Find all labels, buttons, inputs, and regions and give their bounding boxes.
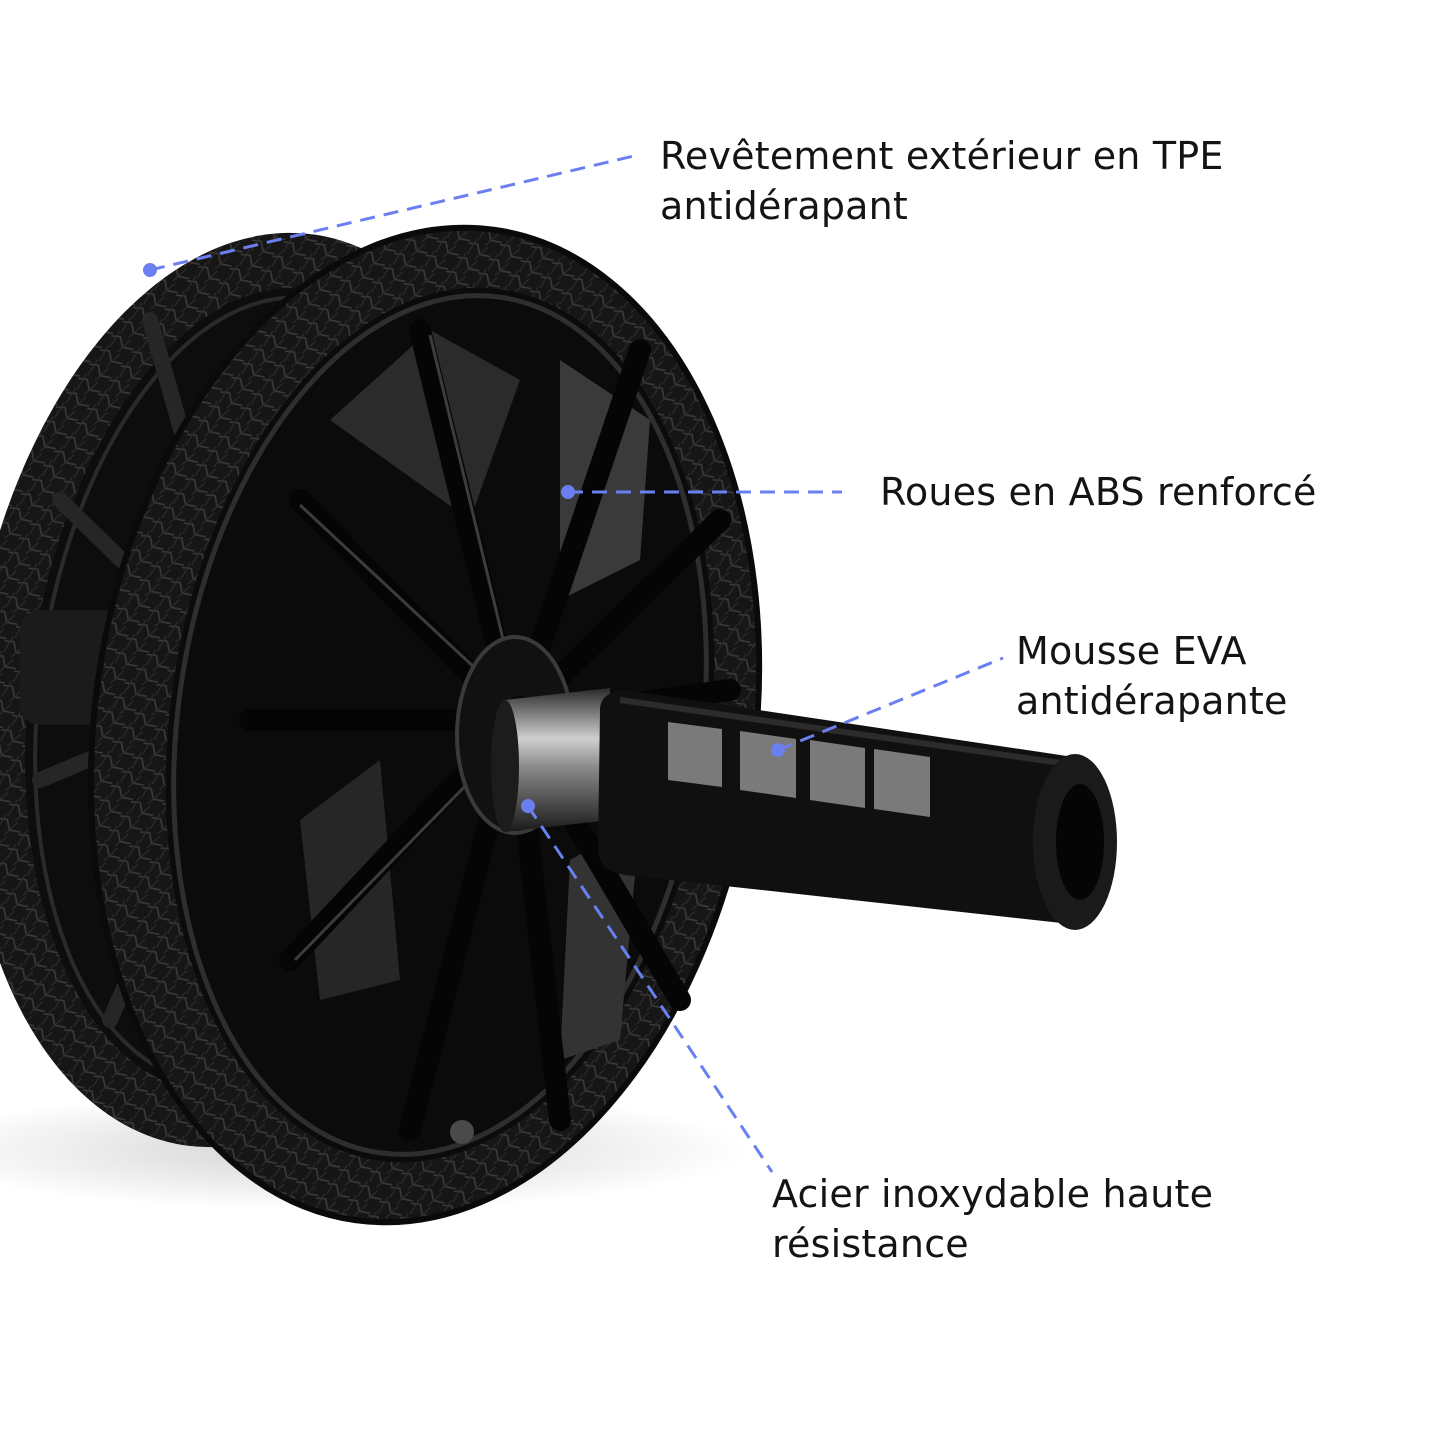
callout-line: antidérapant	[660, 184, 909, 228]
callout-tpe-coating: Revêtement extérieur en TPE antidérapant	[660, 131, 1224, 231]
leader-dot-steel	[521, 799, 535, 813]
callout-line: résistance	[772, 1222, 969, 1266]
callout-stainless-steel: Acier inoxydable haute résistance	[772, 1169, 1213, 1269]
callout-line: Mousse EVA	[1016, 629, 1247, 673]
grip-stripe	[874, 749, 930, 817]
grip-stripe	[810, 740, 865, 808]
leader-line-tpe	[149, 153, 639, 272]
leader-line-steel	[526, 805, 774, 1173]
steel-axle	[491, 688, 610, 832]
callout-abs-wheels: Roues en ABS renforcé	[880, 467, 1317, 517]
leader-dot-eva	[771, 743, 785, 757]
callout-line: antidérapante	[1016, 679, 1288, 723]
foam-grip	[598, 690, 1117, 930]
callout-line: Acier inoxydable haute	[772, 1172, 1214, 1216]
callout-line: Roues en ABS renforcé	[880, 470, 1317, 514]
grip-stripe	[668, 722, 722, 787]
wheel-nut	[450, 1120, 474, 1144]
callout-line: Revêtement extérieur en TPE	[660, 134, 1224, 178]
leader-line-eva	[777, 656, 1004, 752]
leader-dot-abs	[561, 485, 575, 499]
leader-dot-tpe	[143, 263, 157, 277]
grip-stripe	[740, 731, 796, 798]
callout-eva-foam: Mousse EVA antidérapante	[1016, 626, 1288, 726]
